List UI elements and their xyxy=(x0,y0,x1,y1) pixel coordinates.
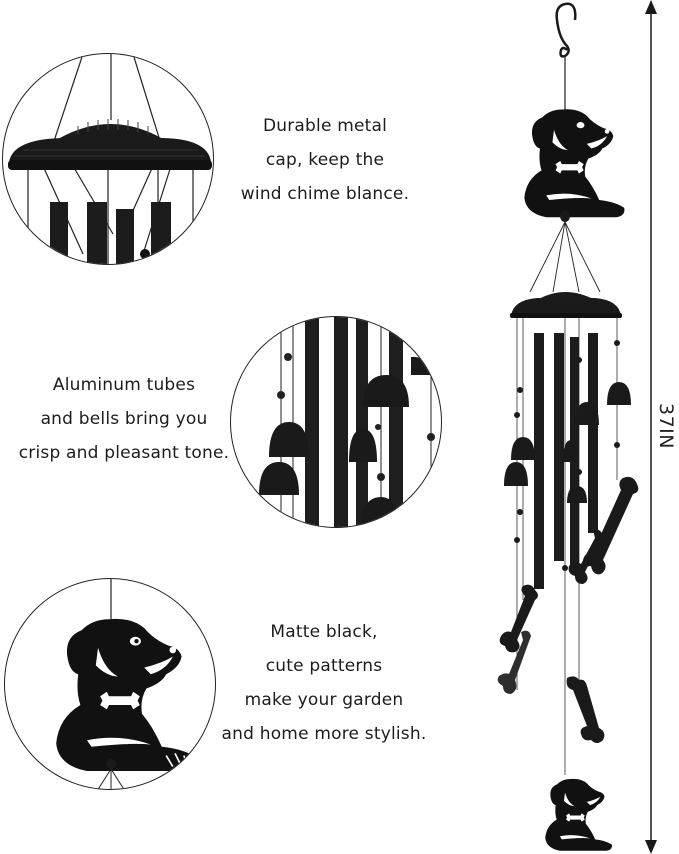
dog-silhouette-icon xyxy=(524,109,625,218)
dog-silhouette-icon xyxy=(545,778,612,851)
metal-cap-closeup-inset xyxy=(2,53,214,265)
dog-pattern-closeup-inset xyxy=(4,578,216,790)
caption-line: Aluminum tubes xyxy=(52,375,196,395)
s-hook-icon xyxy=(555,2,577,58)
height-dimension-arrow xyxy=(645,0,657,854)
caption-line: cute patterns xyxy=(265,656,383,676)
caption-line: and bells bring you xyxy=(40,409,208,429)
caption-line: wind chime blance. xyxy=(240,184,410,204)
cap-feature-caption: Durable metal cap, keep the wind chime b… xyxy=(220,109,430,211)
caption-line: crisp and pleasant tone. xyxy=(18,443,230,463)
bone-icon xyxy=(497,476,639,743)
caption-line: make your garden xyxy=(244,690,404,710)
metal-cap-image xyxy=(8,54,212,264)
caption-line: cap, keep the xyxy=(265,150,385,170)
tubes-bells-closeup-inset xyxy=(230,316,442,528)
caption-line: Durable metal xyxy=(262,116,388,136)
height-dimension-label: 37IN xyxy=(655,403,677,449)
caption-line: Matte black, xyxy=(270,622,378,642)
pattern-feature-caption: Matte black, cute patterns make your gar… xyxy=(214,615,434,751)
tubes-feature-caption: Aluminum tubes and bells bring you crisp… xyxy=(14,368,234,470)
arrow-up-icon xyxy=(645,0,657,14)
caption-line: and home more stylish. xyxy=(221,724,427,744)
dog-silhouette-image xyxy=(56,579,198,789)
arrow-down-icon xyxy=(645,840,657,854)
wind-chime-product-image xyxy=(497,2,639,851)
tubes-bells-image xyxy=(259,317,436,527)
